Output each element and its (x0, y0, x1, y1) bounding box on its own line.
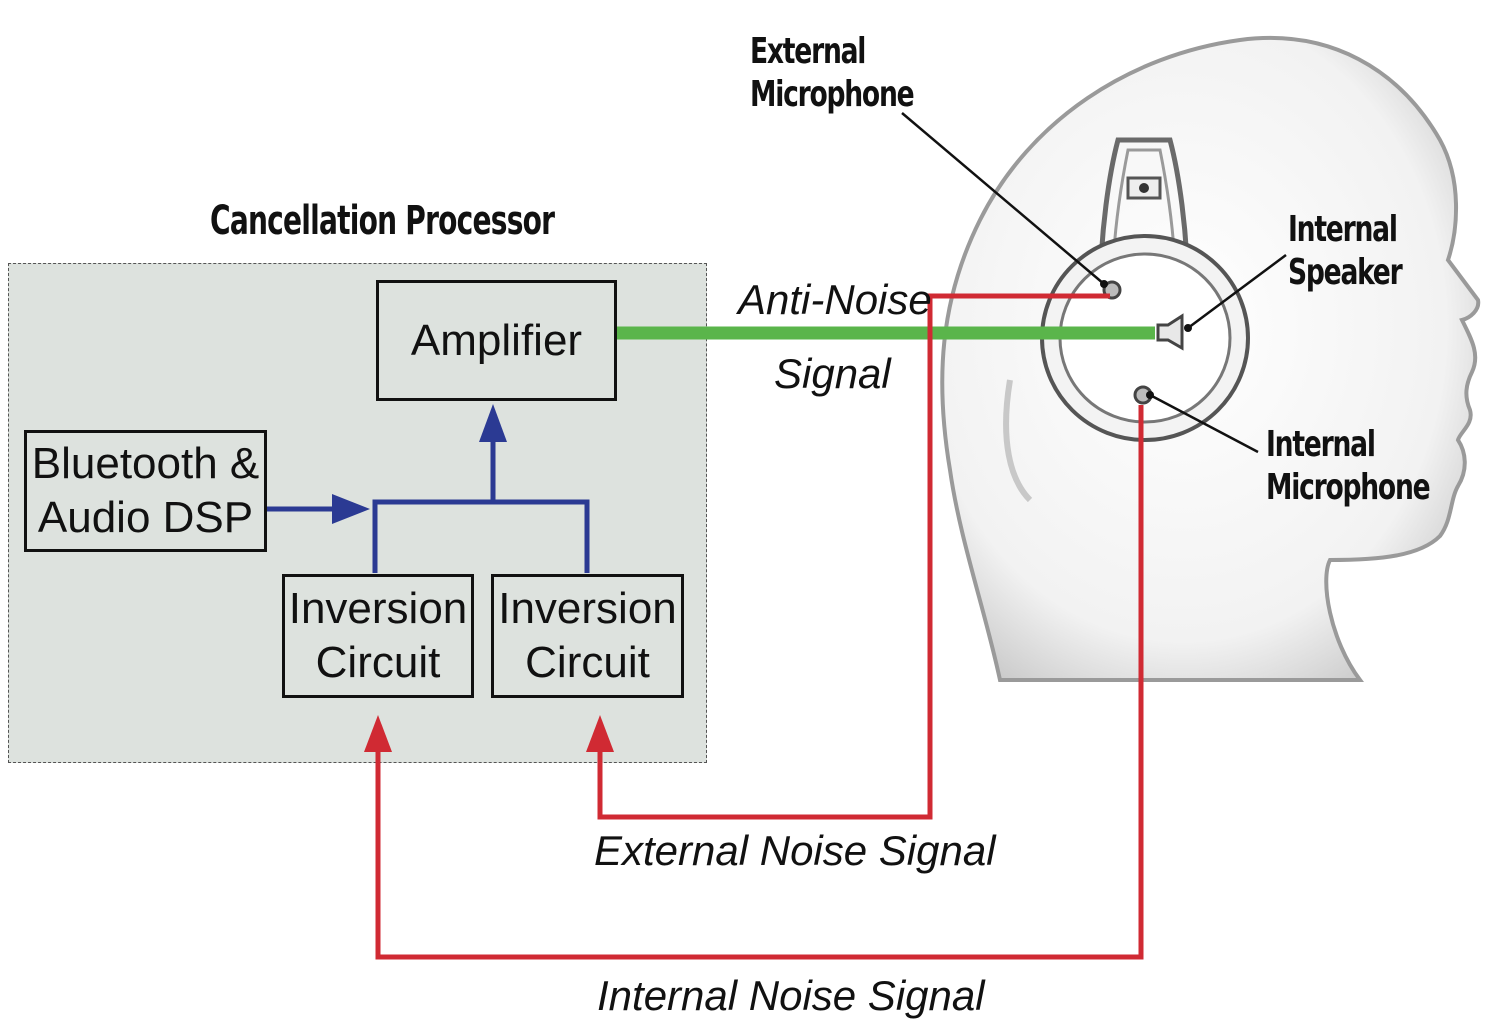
inversion-circuit-right: Inversion Circuit (491, 574, 684, 698)
blue-paths (266, 428, 590, 573)
amplifier-box: Amplifier (376, 280, 617, 401)
external-noise-label: External Noise Signal (594, 827, 996, 874)
headphone-band (1097, 137, 1191, 301)
arrow-int-noise (364, 715, 392, 752)
external-noise-path (597, 293, 1110, 820)
inversion-circuit-left: Inversion Circuit (282, 574, 474, 698)
internal-noise-label: Internal Noise Signal (597, 972, 985, 1019)
internal-microphone-label: Internal Microphone (1266, 424, 1431, 509)
external-microphone-label: External Microphone (750, 31, 915, 116)
anti-noise-signal-label: Signal (774, 350, 891, 397)
arrow-to-amplifier (479, 404, 507, 442)
speaker-icon (1156, 313, 1184, 351)
bluetooth-dsp-box: Bluetooth & Audio DSP (24, 430, 267, 552)
internal-noise-path (375, 405, 1144, 960)
anti-noise-label: Anti-Noise (738, 276, 932, 323)
processor-title: Cancellation Processor (210, 198, 555, 244)
arrow-ext-noise (586, 715, 614, 752)
ear-shadow (1003, 379, 1033, 503)
internal-speaker-label: Internal Speaker (1288, 209, 1403, 294)
arrow-to-junction (332, 494, 370, 524)
